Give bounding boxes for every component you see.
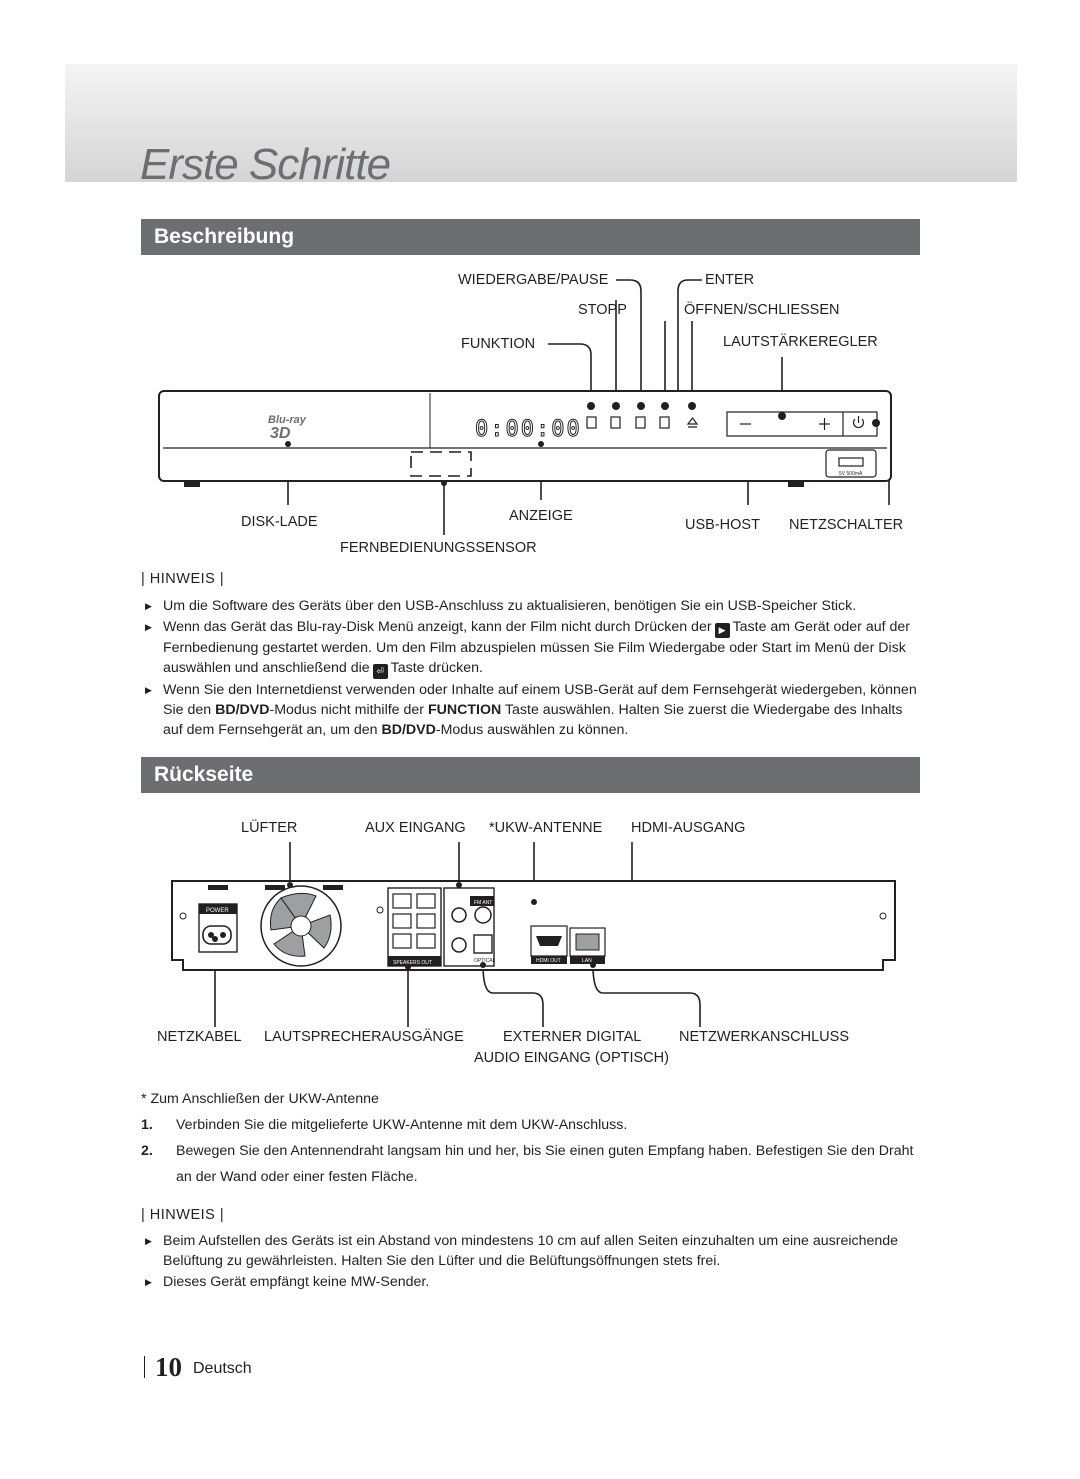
label-luefter: LÜFTER xyxy=(241,820,298,836)
label-disk-lade: DISK-LADE xyxy=(241,514,318,530)
note-item: Dieses Gerät empfängt keine MW-Sender. xyxy=(141,1272,921,1292)
svg-text:POWER: POWER xyxy=(206,908,229,914)
front-display-digits: 0:00:00 xyxy=(475,417,582,442)
label-usb-host: USB-HOST xyxy=(685,517,760,533)
label-funktion: FUNKTION xyxy=(461,336,536,352)
label-hdmi-ausgang: HDMI-AUSGANG xyxy=(631,820,746,836)
svg-text:SPEAKERS OUT: SPEAKERS OUT xyxy=(393,960,432,966)
label-lautstaerkeregler: LAUTSTÄRKEREGLER xyxy=(723,334,878,350)
svg-text:Blu-ray: Blu-ray xyxy=(268,414,307,426)
svg-text:5V 500mA: 5V 500mA xyxy=(839,471,863,477)
label-audio-eingang-optisch: AUDIO EINGANG (OPTISCH) xyxy=(474,1050,669,1066)
page-divider xyxy=(144,1356,145,1378)
rear-notes-list: Beim Aufstellen des Geräts ist ein Absta… xyxy=(141,1231,921,1293)
chapter-band xyxy=(65,64,1017,182)
label-wiedergabe-pause: WIEDERGABE/PAUSE xyxy=(458,272,609,288)
label-aux-eingang: AUX EINGANG xyxy=(365,820,466,836)
step-item: 2.Bewegen Sie den Antennendraht langsam … xyxy=(141,1143,914,1185)
label-lautsprecherausgaenge: LAUTSPRECHERAUSGÄNGE xyxy=(264,1029,464,1045)
enter-icon: ⏎ xyxy=(372,664,388,679)
label-enter: ENTER xyxy=(705,272,755,288)
svg-text:LAN: LAN xyxy=(582,958,592,964)
front-notes-list: Um die Software des Geräts über den USB-… xyxy=(141,596,921,741)
note-label: | HINWEIS | xyxy=(141,571,225,587)
label-externer-digital: EXTERNER DIGITAL xyxy=(503,1029,642,1045)
label-oeffnen-schliessen: ÖFFNEN/SCHLIESSEN xyxy=(684,302,840,318)
svg-text:3D: 3D xyxy=(270,425,291,442)
rear-panel-diagram: POWER SPEAKERS OUT FM ANT OPTICAL HDMI O… xyxy=(171,842,896,1027)
section-heading-rueckseite: Rückseite xyxy=(141,757,920,793)
svg-text:FM ANT: FM ANT xyxy=(474,900,492,906)
chapter-title: Erste Schritte xyxy=(140,140,391,189)
footnote-title: * Zum Anschließen der UKW-Antenne xyxy=(141,1091,379,1107)
page-number: 10 xyxy=(155,1352,182,1382)
label-anzeige: ANZEIGE xyxy=(509,508,573,524)
label-netzkabel: NETZKABEL xyxy=(157,1029,242,1045)
note-item: Beim Aufstellen des Geräts ist ein Absta… xyxy=(141,1231,921,1271)
note-item: Wenn Sie den Internetdienst verwenden od… xyxy=(141,680,921,740)
label-netzwerkanschluss: NETZWERKANSCHLUSS xyxy=(679,1029,849,1045)
page-language: Deutsch xyxy=(193,1360,252,1377)
label-stopp: STOPP xyxy=(578,302,627,318)
front-panel-diagram: 0:00:00 Blu-ray 3D 5V 500mA xyxy=(158,279,892,535)
play-pause-icon: ▶ xyxy=(714,623,730,638)
svg-text:HDMI OUT: HDMI OUT xyxy=(536,958,561,964)
label-netzschalter: NETZSCHALTER xyxy=(789,517,904,533)
note-item: Um die Software des Geräts über den USB-… xyxy=(141,596,921,616)
label-ukw-antenne: *UKW-ANTENNE xyxy=(489,820,603,836)
svg-text:OPTICAL: OPTICAL xyxy=(474,958,496,964)
note-item: Wenn das Gerät das Blu-ray-Disk Menü anz… xyxy=(141,617,921,679)
steps-list: 1.Verbinden Sie die mitgelieferte UKW-An… xyxy=(141,1112,921,1190)
note-label: | HINWEIS | xyxy=(141,1207,225,1223)
label-fernbedienungssensor: FERNBEDIENUNGSSENSOR xyxy=(340,540,537,556)
section-heading-beschreibung: Beschreibung xyxy=(141,219,920,255)
step-item: 1.Verbinden Sie die mitgelieferte UKW-An… xyxy=(141,1117,628,1133)
